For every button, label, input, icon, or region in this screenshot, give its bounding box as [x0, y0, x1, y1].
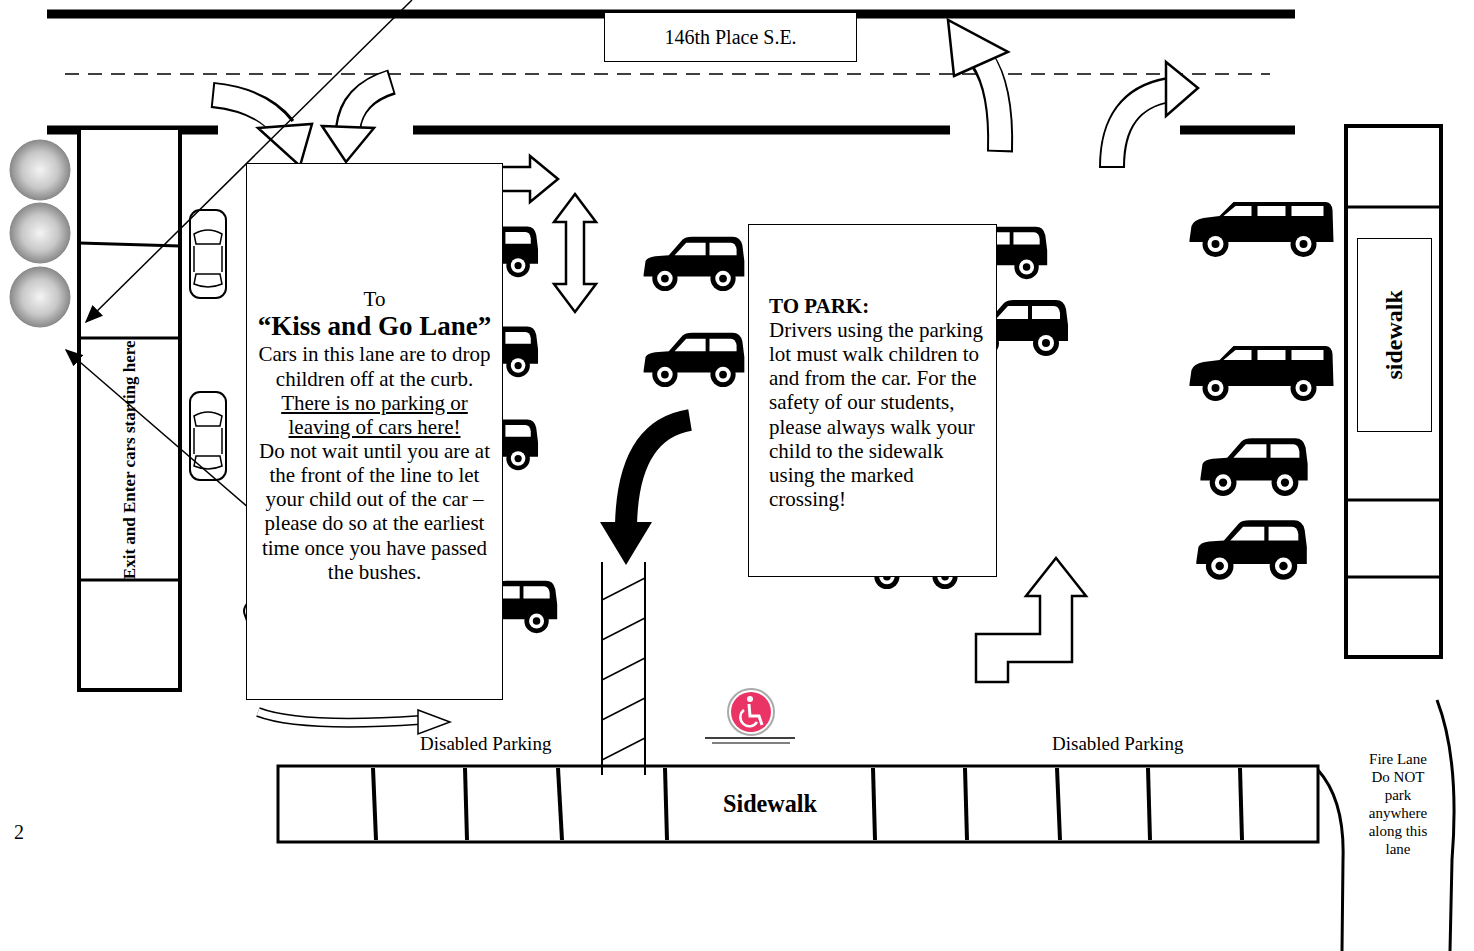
- box-text: sidewalk: [1381, 238, 1409, 432]
- kiss-and-go-box: To“Kiss and Go Lane”Cars in this lane ar…: [246, 163, 503, 700]
- rotated-text-holder: sidewalk: [1381, 238, 1409, 432]
- box-text: Drivers using the parking lot must walk …: [769, 318, 988, 511]
- box-text: Sidewalk: [670, 790, 870, 818]
- entry-strip: Exit and Enter cars starting here: [97, 340, 163, 580]
- page-number: 2: [14, 820, 44, 844]
- box-text: Cars in this lane are to drop children o…: [255, 342, 494, 390]
- parking-label: Disabled Parking: [420, 733, 590, 756]
- parking-note-box: TO PARK:Drivers using the parking lot mu…: [748, 224, 997, 577]
- box-text: There is no parking or leaving of cars h…: [255, 391, 494, 439]
- sidewalk-label-box: Sidewalk: [670, 780, 870, 828]
- box-text: Exit and Enter cars starting here: [120, 340, 140, 580]
- parking-label: Disabled Parking: [1052, 733, 1222, 756]
- box-heading: To: [255, 287, 494, 311]
- box-text: “Kiss and Go Lane”: [255, 311, 494, 342]
- box-text: Do not wait until you are at the front o…: [255, 439, 494, 584]
- box-heading: TO PARK:: [769, 294, 988, 318]
- sidewalk-box: sidewalk: [1357, 238, 1432, 432]
- street-name-box: 146th Place S.E.: [604, 12, 857, 62]
- rotated-text-holder: Exit and Enter cars starting here: [120, 340, 140, 580]
- box-text: 146th Place S.E.: [605, 26, 856, 49]
- fire-lane-note: Fire Lane Do NOT park anywhere along thi…: [1362, 750, 1434, 858]
